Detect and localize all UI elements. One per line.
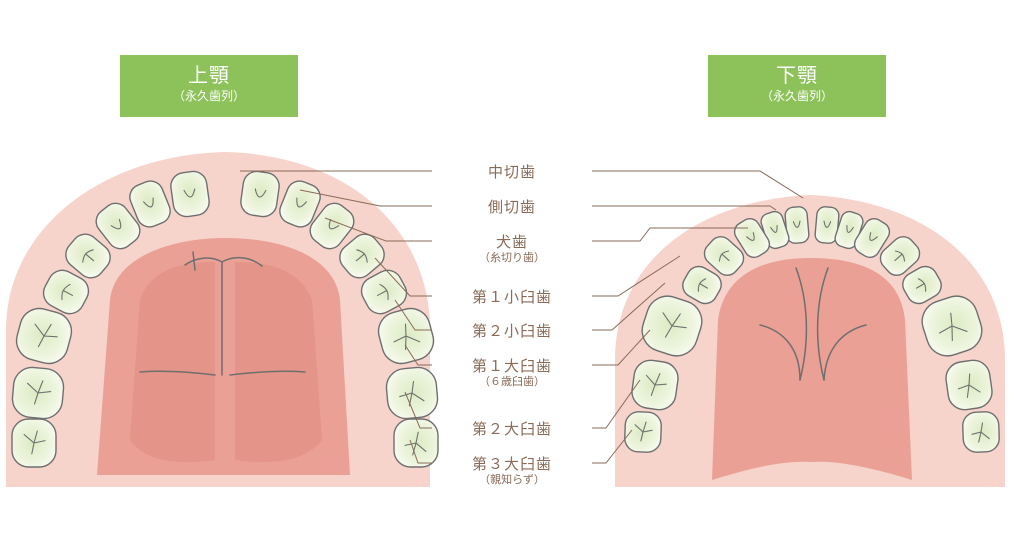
- lower-left-first-premolar-tooth: [703, 236, 745, 276]
- label-second-premolar: 第２小臼歯: [471, 322, 552, 340]
- label-lateral-incisor: 側切歯: [487, 198, 536, 216]
- upper-right-third-molar-tooth: [393, 418, 439, 468]
- upper-jaw-title: 上顎: [188, 63, 230, 87]
- lower-right-second-premolar-tooth: [902, 265, 942, 305]
- lower-right-second-molar-tooth: [945, 359, 993, 411]
- upper-palate: [97, 238, 350, 475]
- upper-left-first-premolar-tooth: [65, 233, 111, 279]
- lower-teeth: [624, 206, 1000, 453]
- upper-left-second-molar-tooth: [11, 366, 65, 420]
- lower-right-central-incisor-tooth: [814, 206, 840, 244]
- lower-left-first-molar-tooth: [641, 295, 703, 357]
- upper-left-central-incisor-tooth: [170, 170, 210, 218]
- upper-palate-inner: [130, 262, 215, 463]
- label-canine: 犬歯 （糸切り歯）: [412, 233, 612, 265]
- upper-right-central-incisor-tooth: [240, 170, 280, 218]
- lower-left-central-incisor-tooth: [784, 206, 810, 244]
- upper-right-first-molar-tooth: [377, 307, 435, 365]
- upper-left-first-molar-tooth: [15, 307, 73, 365]
- upper-teeth: [11, 170, 439, 468]
- label-first-premolar: 第１小臼歯: [471, 288, 552, 306]
- upper-palate-inner-right: [235, 262, 322, 463]
- upper-jaw-subtitle: （永久歯列）: [172, 89, 245, 103]
- lower-left-third-molar-tooth: [624, 411, 662, 453]
- upper-jaw: [6, 152, 430, 487]
- leader-lines: [240, 170, 804, 464]
- label-third-molar-note: （親知らず）: [479, 473, 545, 486]
- upper-palate-rugae: [139, 251, 306, 376]
- label-first-molar-note: （６歳臼歯）: [479, 375, 545, 388]
- lower-jaw-header: 下顎 （永久歯列）: [708, 55, 886, 117]
- upper-left-lateral-incisor-tooth: [129, 180, 171, 228]
- upper-right-first-premolar-tooth: [339, 233, 385, 279]
- upper-left-second-premolar-tooth: [42, 269, 90, 315]
- lower-right-first-molar-tooth: [921, 295, 983, 357]
- upper-jaw-header: 上顎 （永久歯列）: [120, 55, 298, 117]
- lower-jaw-subtitle: （永久歯列）: [760, 89, 833, 103]
- lower-tongue: [712, 258, 912, 480]
- upper-right-canine-tooth: [309, 202, 355, 250]
- label-third-molar: 第３大臼歯 （親知らず）: [412, 455, 612, 487]
- lower-right-third-molar-tooth: [962, 411, 1000, 453]
- label-first-molar: 第１大臼歯 （６歳臼歯）: [412, 357, 612, 389]
- lower-left-second-molar-tooth: [631, 359, 679, 411]
- lower-right-canine-tooth: [853, 217, 891, 259]
- upper-left-third-molar-tooth: [11, 418, 57, 468]
- lower-left-second-premolar-tooth: [682, 265, 722, 305]
- lower-jaw-title: 下顎: [776, 63, 818, 87]
- label-central-incisor: 中切歯: [487, 163, 536, 181]
- label-second-molar: 第２大臼歯: [471, 420, 552, 438]
- lower-frenulum: [759, 267, 867, 381]
- upper-right-lateral-incisor-tooth: [279, 180, 321, 228]
- label-canine-note: （糸切り歯）: [479, 251, 545, 264]
- upper-right-second-premolar-tooth: [360, 269, 408, 315]
- lower-right-first-premolar-tooth: [879, 236, 921, 276]
- upper-left-canine-tooth: [95, 202, 141, 250]
